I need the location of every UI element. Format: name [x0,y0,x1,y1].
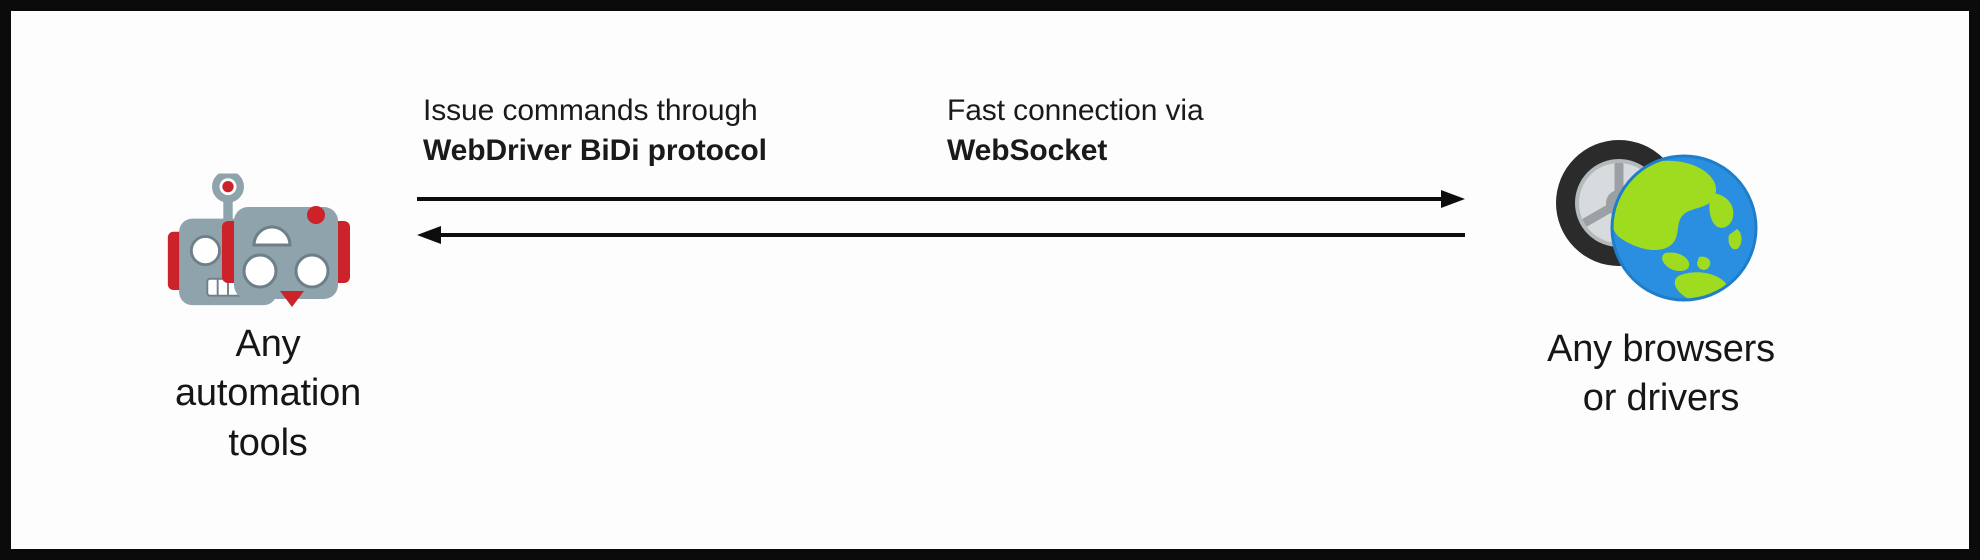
socket-caption: Fast connection via WebSocket [947,91,1204,171]
globe-asia-emoji-icon [1610,154,1758,302]
commands-caption: Issue commands through WebDriver BiDi pr… [423,91,767,171]
browser-icon-cluster [1531,131,1791,307]
socket-caption-line2: WebSocket [947,133,1108,167]
arrows-svg [417,190,1465,244]
robot-emoji-icon [222,206,350,307]
socket-caption-line1: Fast connection via [947,94,1204,127]
arrow-right [417,190,1465,208]
arrow-left [417,226,1465,244]
commands-caption-line2: WebDriver BiDi protocol [423,133,767,167]
connection-arrows-group: Issue commands through WebDriver BiDi pr… [411,71,1471,291]
diagram-canvas: Any automation tools Issue commands thro… [11,11,1969,549]
commands-caption-line1: Issue commands through [423,94,758,127]
automation-tools-node: Any automation tools [103,141,433,468]
browsers-drivers-node: Any browsers or drivers [1461,131,1861,424]
automation-tools-label: Any automation tools [174,323,361,464]
browsers-drivers-label: Any browsers or drivers [1547,328,1775,420]
robot-icon-cluster [158,141,378,307]
